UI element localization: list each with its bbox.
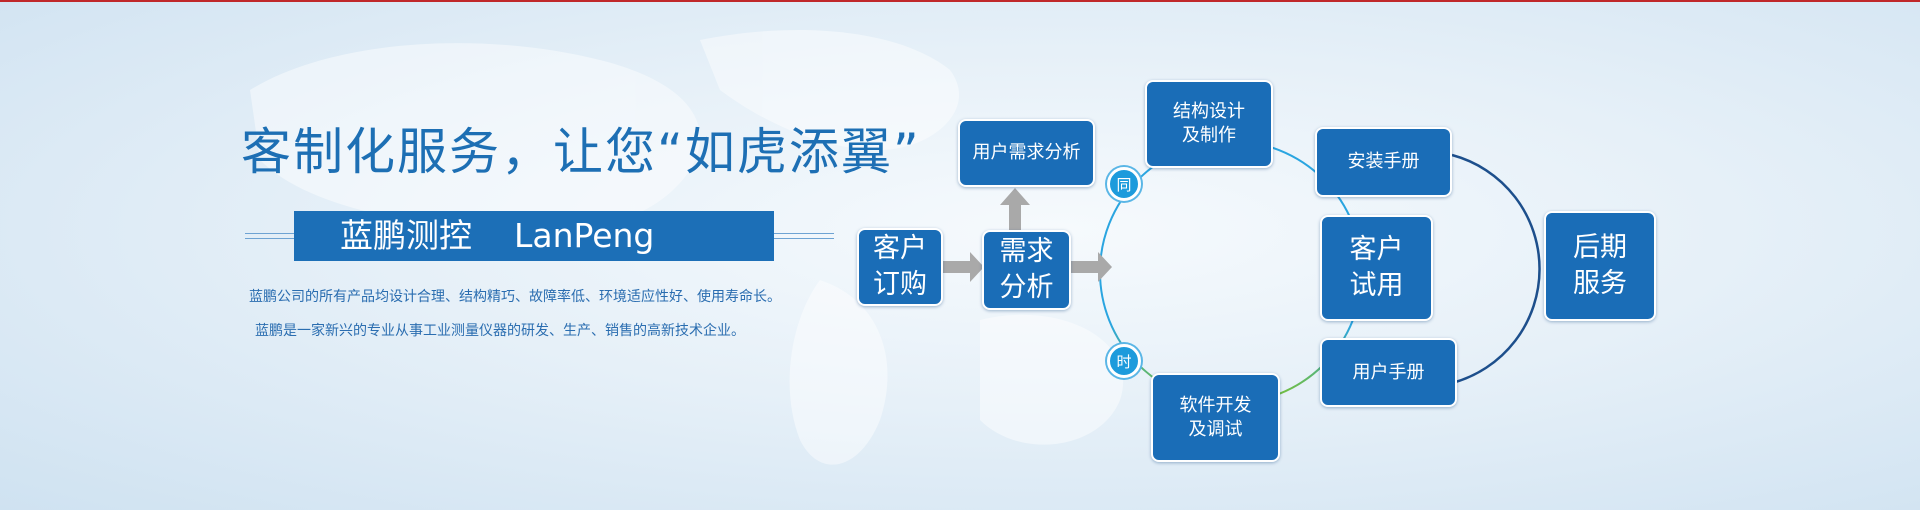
divider-line: [774, 238, 834, 239]
arrow-right-icon: [943, 252, 984, 282]
box-line: 软件开发: [1179, 394, 1252, 416]
arrows: [943, 188, 1112, 282]
user-needs-analysis-box: 用户需求分析: [958, 119, 1095, 187]
install-manual-box: 安装手册: [1315, 127, 1452, 197]
customer-trial-box: 客户 试用: [1320, 215, 1433, 321]
box-line: 客户: [873, 233, 927, 264]
customer-order-box: 客户 订购: [857, 228, 943, 306]
box-line: 及调试: [1188, 418, 1243, 440]
divider-line: [774, 233, 834, 234]
after-sales-service-box: 后期 服务: [1544, 211, 1656, 321]
box-line: 客户: [1349, 234, 1404, 265]
box-line: 结构设计: [1173, 101, 1245, 122]
box-line: 及制作: [1182, 125, 1236, 146]
box-line: 需求: [999, 236, 1054, 267]
arrow-right-icon: [1071, 252, 1112, 282]
divider-line: [245, 238, 295, 239]
structure-design-box: 结构设计 及制作: [1145, 80, 1273, 168]
software-development-box: 软件开发 及调试: [1151, 373, 1280, 462]
requirements-analysis-box: 需求 分析: [982, 230, 1071, 310]
simultaneous-badge-top: 同: [1107, 167, 1141, 201]
box-line: 服务: [1573, 268, 1627, 299]
box-line: 订购: [873, 269, 927, 300]
description-line: 蓝鹏是一家新兴的专业从事工业测量仪器的研发、生产、销售的高新技术企业。: [255, 323, 745, 339]
service-arc: [1451, 153, 1541, 385]
top-accent-line: [0, 0, 1920, 2]
simultaneous-badge-bottom: 时: [1107, 344, 1141, 378]
brand-banner: 蓝鹏测控 LanPeng: [294, 211, 774, 261]
description-line: 蓝鹏公司的所有产品均设计合理、结构精巧、故障率低、环境适应性好、使用寿命长。: [249, 289, 781, 305]
box-line: 后期: [1573, 232, 1627, 263]
headline: 客制化服务，让您“如虎添翼”: [241, 123, 921, 181]
arrow-up-icon: [1000, 188, 1030, 230]
box-line: 分析: [999, 272, 1054, 303]
user-manual-box: 用户手册: [1320, 338, 1457, 407]
box-line: 试用: [1349, 270, 1404, 301]
divider-line: [245, 233, 295, 234]
